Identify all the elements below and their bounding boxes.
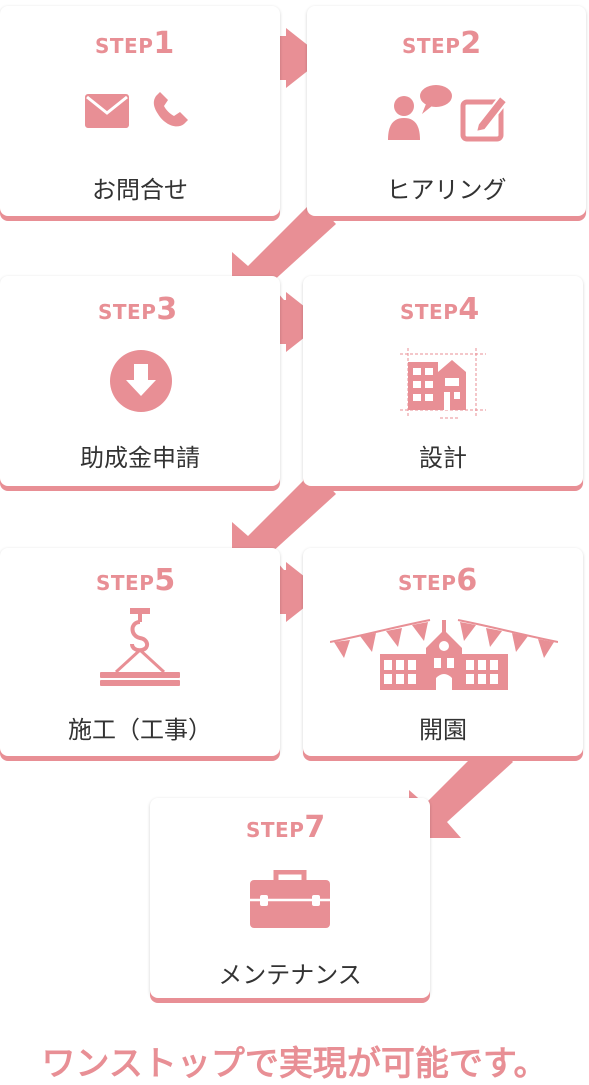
step-title-6: 開園 bbox=[419, 716, 467, 744]
school-bunting-icon bbox=[330, 619, 558, 690]
step-title-2: ヒアリング bbox=[386, 176, 507, 204]
step-label-5: STEP5 bbox=[96, 563, 176, 598]
step-label-2: STEP2 bbox=[402, 26, 482, 61]
arrow-diag-2-3 bbox=[232, 200, 336, 300]
step-title-5: 施工（工事） bbox=[68, 716, 212, 744]
edit-note-icon bbox=[460, 94, 508, 142]
step-label-1: STEP1 bbox=[95, 26, 175, 61]
step-title-4: 設計 bbox=[419, 444, 467, 472]
step-title-1: お問合せ bbox=[92, 176, 188, 204]
toolbox-icon bbox=[250, 870, 330, 928]
footer-message: ワンストップで実現が可能です。 bbox=[41, 1044, 548, 1084]
arrow-diag-6-7 bbox=[409, 738, 513, 838]
download-icon bbox=[110, 350, 172, 412]
step-card-2 bbox=[307, 6, 586, 216]
person-chat-icon bbox=[388, 85, 452, 140]
mail-icon bbox=[85, 94, 129, 128]
step-label-3: STEP3 bbox=[98, 292, 178, 327]
crane-hook-icon bbox=[100, 608, 180, 686]
step-label-7: STEP7 bbox=[246, 810, 326, 845]
phone-icon bbox=[153, 92, 188, 127]
step-label-4: STEP4 bbox=[400, 292, 480, 327]
step-card-1 bbox=[0, 6, 280, 216]
step-title-3: 助成金申請 bbox=[80, 444, 200, 472]
arrow-diag-4-5 bbox=[232, 470, 336, 570]
building-blueprint-icon bbox=[400, 348, 486, 419]
step-label-6: STEP6 bbox=[398, 563, 478, 598]
step-title-7: メンテナンス bbox=[218, 961, 362, 989]
